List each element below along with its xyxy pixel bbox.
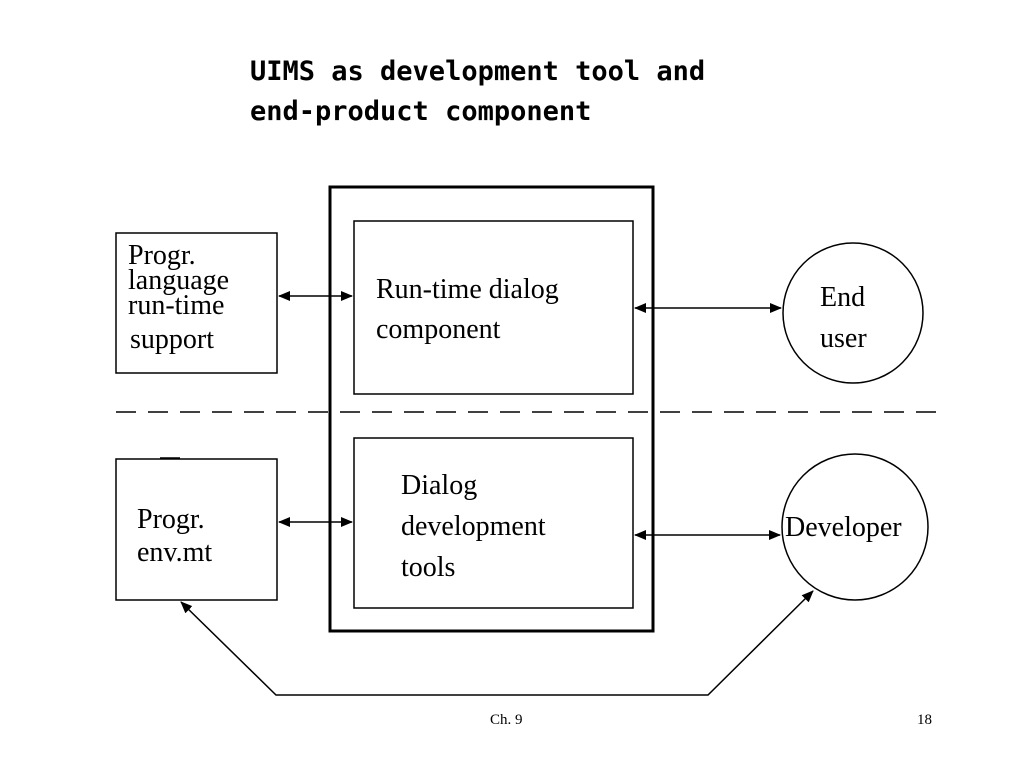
runtime-dialog-label: Run-time dialog component — [376, 274, 566, 345]
uims-frame — [328, 185, 655, 633]
developer-circle — [781, 453, 929, 601]
arrow-env-developer-loop — [180, 590, 814, 696]
end-user-label: End user — [820, 282, 872, 354]
footer-page-number: 18 — [917, 712, 932, 728]
title-line-2: end-product component — [250, 96, 592, 127]
runtime-dialog-box — [353, 220, 634, 395]
footer-chapter: Ch. 9 — [490, 712, 523, 728]
developer-label: Developer — [785, 512, 902, 543]
prog-language-box — [115, 232, 278, 374]
prog-language-label: Progr. language run-time support — [128, 240, 236, 355]
prog-env-label: Progr. env.mt — [137, 504, 212, 568]
title-line-1: UIMS as development tool and — [250, 56, 706, 87]
end-user-circle — [782, 242, 924, 384]
dialog-tools-label: Dialog development tools — [401, 470, 553, 583]
slide-title: UIMS as development tool and end-product… — [250, 52, 705, 132]
